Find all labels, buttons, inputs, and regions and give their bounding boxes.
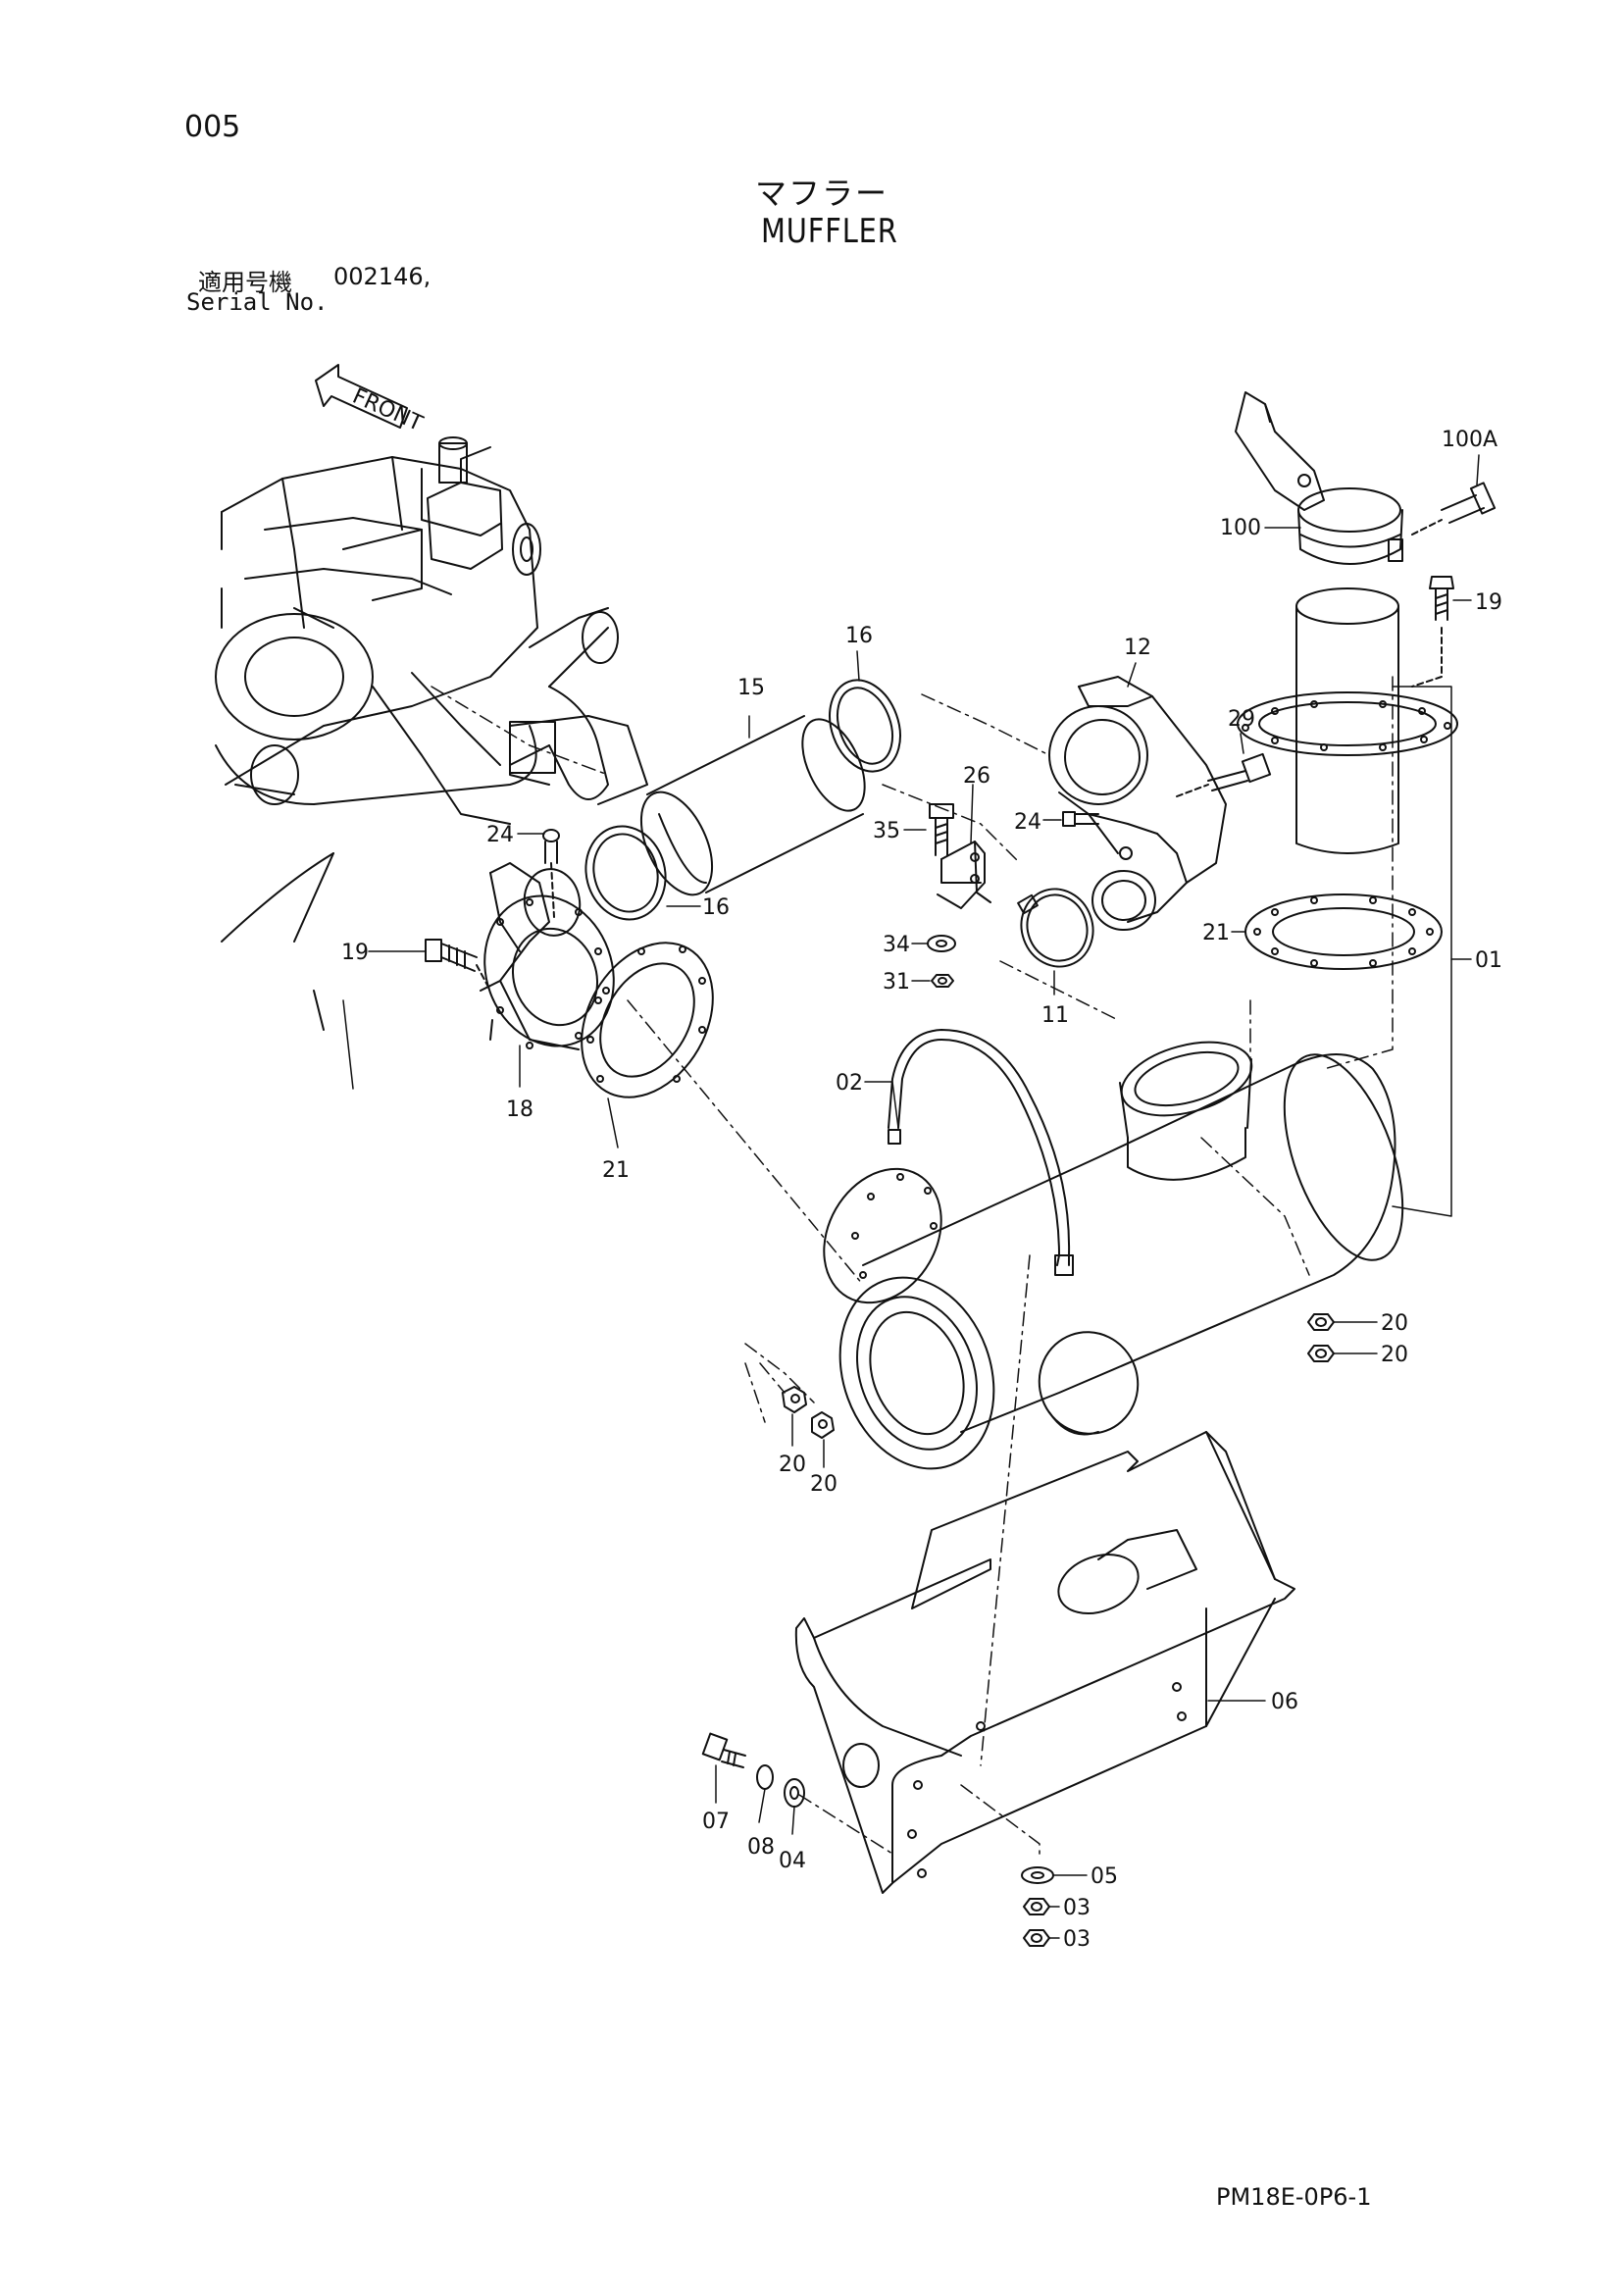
callout-08: 08 xyxy=(747,1835,775,1860)
callout-01: 01 xyxy=(1475,948,1502,973)
front-label: FRONT xyxy=(349,384,427,437)
callout-19-left: 19 xyxy=(341,941,369,965)
callout-04: 04 xyxy=(779,1849,806,1873)
part-03-nut-a xyxy=(1023,1898,1050,1915)
front-direction-arrow xyxy=(315,364,408,429)
callout-02: 02 xyxy=(836,1071,863,1096)
callout-03-b: 03 xyxy=(1063,1927,1091,1952)
part-29-bolt xyxy=(1176,752,1272,797)
part-20-nut-a xyxy=(1307,1313,1335,1331)
serial-value: 002146, xyxy=(333,263,431,290)
engine-assembly xyxy=(215,436,648,1090)
callout-20-a: 20 xyxy=(1381,1311,1408,1336)
part-100-rain-cap xyxy=(1235,391,1403,565)
part-01-muffler-body xyxy=(823,686,1452,1470)
callout-leader-lines xyxy=(368,454,1480,1939)
callout-16-lower: 16 xyxy=(702,895,730,920)
part-11-clamp xyxy=(1017,888,1094,968)
part-15-tube xyxy=(639,715,866,896)
callout-31: 31 xyxy=(883,970,910,995)
callout-16-upper: 16 xyxy=(845,624,873,648)
callout-21-right: 21 xyxy=(1202,921,1230,945)
part-20-nut-c xyxy=(782,1386,807,1413)
callout-24-left: 24 xyxy=(486,823,514,847)
callout-29: 29 xyxy=(1228,707,1255,732)
callout-12: 12 xyxy=(1124,636,1151,660)
part-34-washer xyxy=(927,935,956,952)
part-18-flange-elbow xyxy=(480,862,615,1050)
part-12-elbow xyxy=(1048,676,1227,931)
exhaust-pipe-stack xyxy=(1237,587,1458,854)
serial-label-english: Serial No. xyxy=(186,288,329,316)
page-number: 005 xyxy=(184,110,241,144)
callout-07: 07 xyxy=(702,1810,730,1834)
callout-15: 15 xyxy=(737,676,765,700)
part-31-nut xyxy=(931,974,954,988)
document-code: PM18E-0P6-1 xyxy=(1216,2183,1372,2211)
part-21-gasket-right xyxy=(1244,893,1443,970)
part-24-bolt-left xyxy=(542,829,560,918)
callout-18: 18 xyxy=(506,1097,533,1122)
callout-100: 100 xyxy=(1220,516,1261,540)
callout-35: 35 xyxy=(873,819,900,843)
part-35-bolt xyxy=(929,803,954,856)
callout-21-left: 21 xyxy=(602,1158,630,1183)
callout-labels: 100A 100 19 12 16 15 29 26 35 24 24 16 1… xyxy=(341,428,1502,1952)
part-08-washer xyxy=(756,1764,774,1790)
part-21-gasket-left xyxy=(581,942,714,1098)
part-19-bolt-upper xyxy=(1411,576,1454,688)
part-05-washer xyxy=(1021,1866,1054,1884)
part-07-bolt xyxy=(701,1732,746,1768)
part-26-bracket xyxy=(937,841,991,909)
part-03-nut-b xyxy=(1023,1929,1050,1947)
part-16-ring-lower xyxy=(584,825,667,921)
callout-20-d: 20 xyxy=(810,1472,837,1497)
part-24-bolt-right xyxy=(1062,811,1099,827)
callout-20-b: 20 xyxy=(1381,1343,1408,1367)
callout-100a: 100A xyxy=(1442,428,1497,452)
serial-label-japanese: 適用号機 xyxy=(198,269,292,296)
part-19-bolt-left xyxy=(425,939,491,992)
callout-26: 26 xyxy=(963,764,990,789)
part-04-washer xyxy=(784,1778,805,1808)
callout-24-right: 24 xyxy=(1014,810,1041,835)
callout-03-a: 03 xyxy=(1063,1896,1091,1920)
callout-11: 11 xyxy=(1041,1003,1069,1028)
callout-05: 05 xyxy=(1091,1864,1118,1889)
page-title-english: MUFFLER xyxy=(761,212,898,251)
part-02-pipe xyxy=(888,1029,1074,1276)
part-20-nut-b xyxy=(1307,1345,1335,1362)
callout-20-c: 20 xyxy=(779,1453,806,1477)
callout-06: 06 xyxy=(1271,1690,1298,1714)
part-100a-bolt xyxy=(1411,482,1497,536)
part-20-nut-d xyxy=(811,1411,835,1439)
callout-34: 34 xyxy=(883,933,910,957)
callout-19-upper: 19 xyxy=(1475,590,1502,615)
page-title-japanese: マフラー xyxy=(755,175,889,212)
assembly-lines xyxy=(431,676,1394,1855)
part-16-ring-upper xyxy=(829,679,901,773)
part-06-stand xyxy=(794,1431,1295,1894)
